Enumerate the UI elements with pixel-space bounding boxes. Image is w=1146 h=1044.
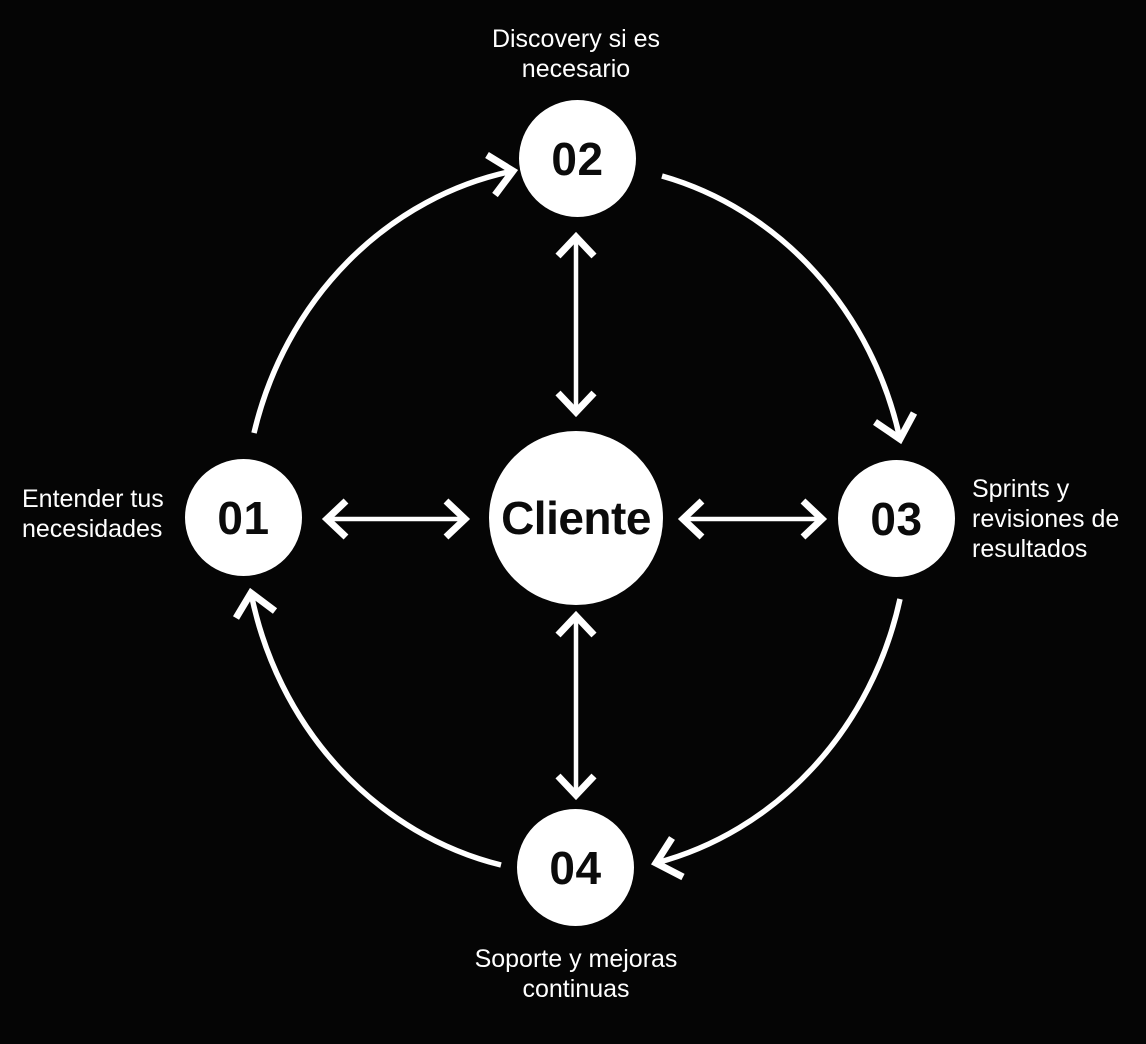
center-node-label: Cliente [501,492,651,544]
step-label-03: Sprints y revisiones de resultados [972,475,1120,563]
step-label-01: Entender tus necesidades [22,485,164,543]
step-number-01: 01 [217,491,270,544]
cycle-arrow-04-to-01-icon [232,587,502,868]
step-node-02: 02 [519,100,636,217]
step-number-03: 03 [870,492,923,545]
step-number-02: 02 [551,132,604,185]
double-arrow-right-icon [677,498,828,540]
step-node-04: 04 [517,809,634,926]
center-node-cliente: Cliente [489,431,663,605]
step-node-01: 01 [185,459,302,576]
step-number-04: 04 [549,841,602,894]
double-arrow-left-icon [321,498,471,540]
cycle-arrow-01-to-02-icon [251,152,519,434]
step-label-02: Discovery si es necesario [491,25,661,83]
cycle-arrow-03-to-04-icon [650,598,903,881]
double-arrow-top-icon [555,231,597,418]
step-label-04: Soporte y mejoras continuas [474,945,678,1003]
cycle-arrow-02-to-03-icon [661,173,918,445]
step-node-03: 03 [838,460,955,577]
double-arrow-bottom-icon [555,610,597,801]
